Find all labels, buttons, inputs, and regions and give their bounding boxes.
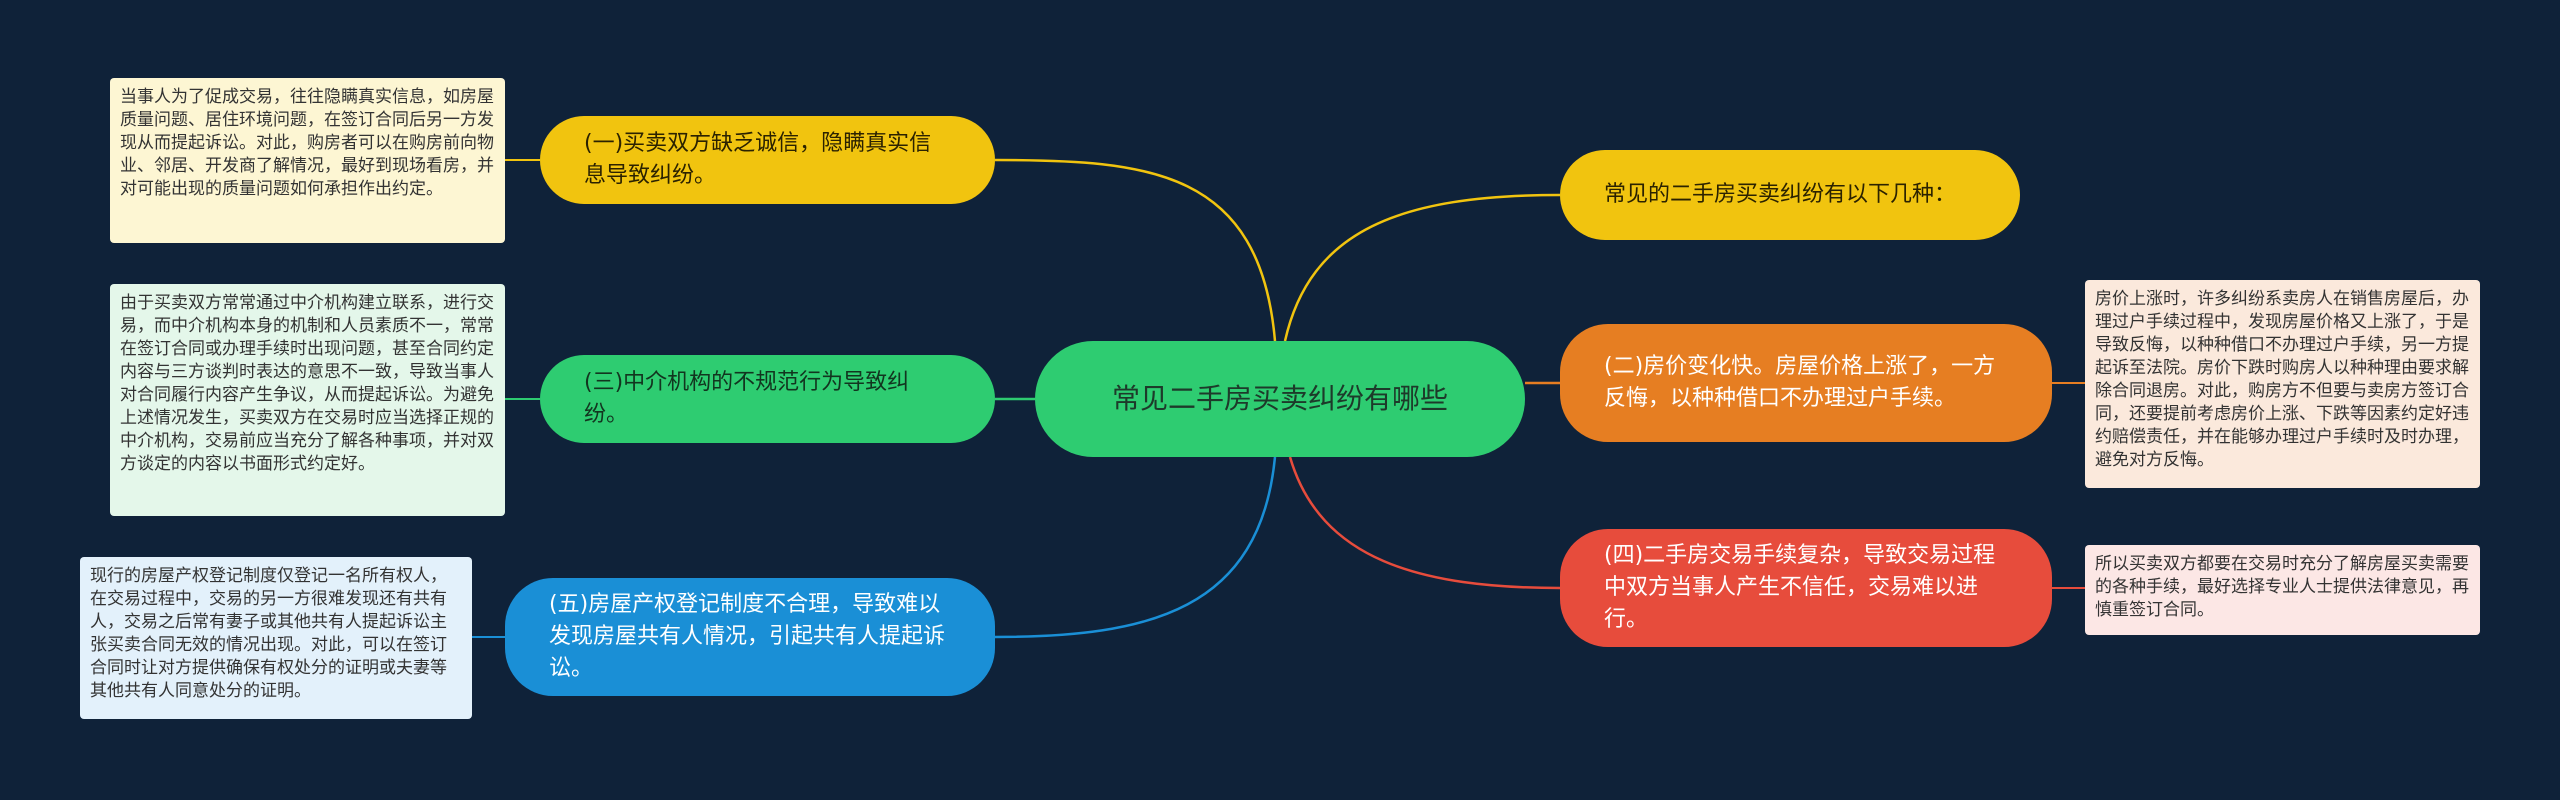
branch-b1-label: (一)买卖双方缺乏诚信，隐瞒真实信息导致纠纷。 — [584, 131, 932, 188]
note-b2: 由于买卖双方常常通过中介机构建立联系，进行交易，而中介机构本身的机制和人员素质不… — [110, 284, 505, 516]
branch-node-b2[interactable]: (三)中介机构的不规范行为导致纠纷。 — [540, 355, 995, 443]
note-b3-text: 现行的房屋产权登记制度仅登记一名所有权人，在交易过程中，交易的另一方很难发现还有… — [90, 566, 447, 701]
central-topic[interactable]: 常见二手房买卖纠纷有哪些 — [1035, 341, 1525, 457]
link-center-to-b3 — [994, 456, 1277, 639]
note-b1-text: 当事人为了促成交易，往往隐瞒真实信息，如房屋质量问题、居住环境问题，在签订合同后… — [120, 87, 494, 199]
note-b6-text: 所以买卖双方都要在交易时充分了解房屋买卖需要的各种手续，最好选择专业人士提供法律… — [2095, 554, 2469, 620]
branch-b4-label: 常见的二手房买卖纠纷有以下几种： — [1604, 182, 1957, 207]
note-b3: 现行的房屋产权登记制度仅登记一名所有权人，在交易过程中，交易的另一方很难发现还有… — [80, 557, 472, 719]
branch-b2-label: (三)中介机构的不规范行为导致纠纷。 — [584, 370, 910, 427]
link-center-to-b1 — [994, 158, 1277, 342]
branch-node-b6[interactable]: (四)二手房交易手续复杂，导致交易过程中双方当事人产生不信任，交易难以进行。 — [1560, 529, 2052, 647]
branch-b6-label: (四)二手房交易手续复杂，导致交易过程中双方当事人产生不信任，交易难以进行。 — [1604, 543, 1996, 632]
note-b2-text: 由于买卖双方常常通过中介机构建立联系，进行交易，而中介机构本身的机制和人员素质不… — [120, 293, 494, 474]
note-b6: 所以买卖双方都要在交易时充分了解房屋买卖需要的各种手续，最好选择专业人士提供法律… — [2085, 545, 2480, 635]
central-topic-label: 常见二手房买卖纠纷有哪些 — [1111, 382, 1448, 415]
branch-node-b5[interactable]: (二)房价变化快。房屋价格上涨了，一方反悔，以种种借口不办理过户手续。 — [1560, 324, 2052, 442]
branch-node-b4[interactable]: 常见的二手房买卖纠纷有以下几种： — [1560, 150, 2020, 240]
branch-b5-label: (二)房价变化快。房屋价格上涨了，一方反悔，以种种借口不办理过户手续。 — [1604, 354, 1996, 411]
note-b5-text: 房价上涨时，许多纠纷系卖房人在销售房屋后，办理过户手续过程中，发现房屋价格又上涨… — [2095, 289, 2469, 470]
note-b5: 房价上涨时，许多纠纷系卖房人在销售房屋后，办理过户手续过程中，发现房屋价格又上涨… — [2085, 280, 2480, 488]
branch-node-b1[interactable]: (一)买卖双方缺乏诚信，隐瞒真实信息导致纠纷。 — [540, 116, 995, 204]
link-center-to-b6 — [1288, 456, 1561, 590]
branch-b3-label: (五)房屋产权登记制度不合理，导致难以发现房屋共有人情况，引起共有人提起诉讼。 — [549, 592, 946, 681]
link-center-to-b4 — [1283, 193, 1561, 342]
note-b1: 当事人为了促成交易，往往隐瞒真实信息，如房屋质量问题、居住环境问题，在签订合同后… — [110, 78, 505, 243]
branch-node-b3[interactable]: (五)房屋产权登记制度不合理，导致难以发现房屋共有人情况，引起共有人提起诉讼。 — [505, 578, 995, 696]
